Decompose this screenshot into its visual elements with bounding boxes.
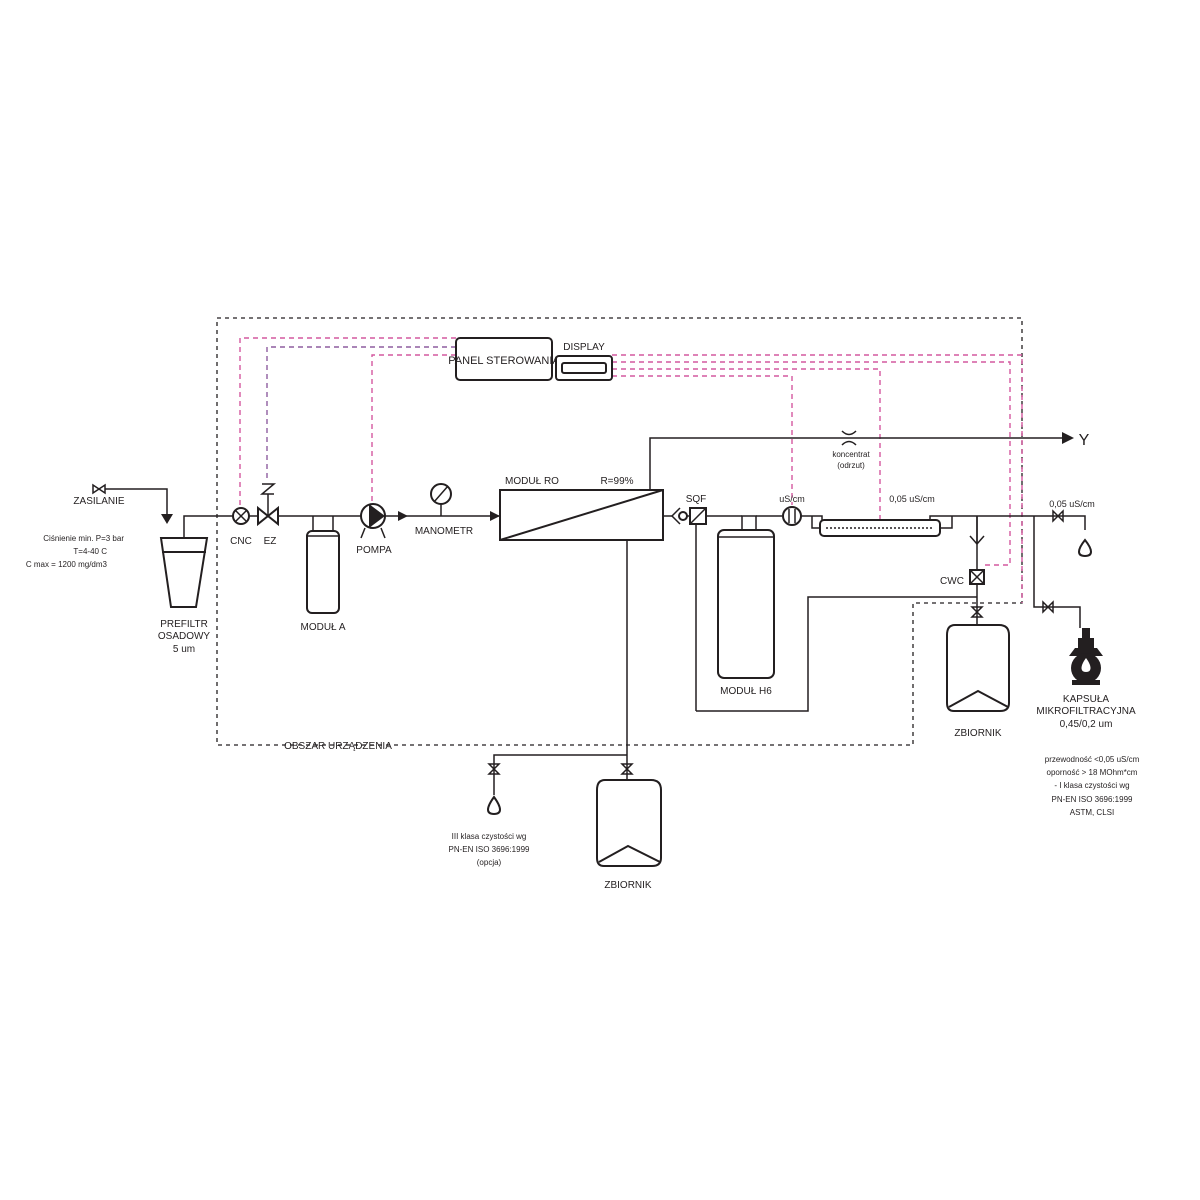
ro-rejection-rate: R=99% — [600, 476, 633, 487]
option-branch-line — [493, 754, 627, 795]
module-a-icon — [306, 516, 340, 614]
spec-conductivity: przewodność <0,05 uS/cm — [1045, 755, 1140, 764]
ez-label: EZ — [264, 536, 277, 547]
device-area-label: OBSZAR URZĄDZENIA — [284, 741, 392, 752]
cwc-sensor-icon — [969, 569, 985, 625]
valve-icon — [970, 606, 984, 618]
valve-icon — [487, 763, 501, 775]
conductivity-unit-label: uS/cm — [779, 494, 805, 504]
sqf-sensor-icon — [689, 507, 742, 711]
water-drop-icon — [1078, 538, 1092, 558]
control-panel-label: PANEL STEROWANIA — [448, 355, 560, 367]
manometer-icon — [430, 483, 452, 516]
spec-class: - I klasa czystości wg — [1054, 781, 1129, 790]
feed-line — [92, 483, 173, 524]
bottom-tank-label: ZBIORNIK — [604, 880, 652, 891]
concentrate-line — [649, 430, 1074, 490]
valve-icon — [620, 763, 634, 775]
right-tank-icon — [946, 624, 1010, 712]
vent-icon — [969, 516, 985, 546]
right-tank-label: ZBIORNIK — [954, 728, 1002, 739]
solenoid-valve-icon — [257, 483, 279, 527]
concentrate-label: koncentrat — [832, 450, 870, 459]
module-h6-label: MODUŁ H6 — [720, 686, 772, 697]
control-signal-lines — [239, 337, 1023, 603]
feed-label: ZASILANIE — [73, 496, 124, 507]
flow-arrow-icon — [490, 511, 500, 521]
feed-valve-icon — [92, 483, 106, 495]
microfiltration-capsule-icon — [1069, 628, 1103, 685]
check-valve-icon — [663, 507, 690, 525]
capsule-pore-size: 0,45/0,2 um — [1060, 719, 1113, 730]
cwc-label: CWC — [940, 576, 964, 587]
ro-module-icon — [499, 489, 664, 541]
recirculation-line — [696, 596, 977, 712]
display-label: DISPLAY — [563, 342, 605, 353]
cnc-label: CNC — [230, 536, 252, 547]
uv-lamp-icon — [811, 515, 953, 537]
bottom-tank-icon — [596, 779, 662, 867]
uv-conductivity-label: 0,05 uS/cm — [889, 494, 935, 504]
feed-pressure: Ciśnienie min. P=3 bar — [43, 534, 124, 543]
flow-arrow-icon — [398, 511, 408, 521]
capsule-branch-line — [1033, 516, 1081, 628]
drain-label: Y — [1079, 432, 1090, 449]
pump-icon — [360, 503, 386, 539]
capsule-label: KAPSUŁA — [1063, 694, 1109, 705]
pump-label: POMPA — [356, 545, 392, 556]
restrictor-icon — [841, 430, 857, 446]
prefilter-size: 5 um — [173, 644, 195, 655]
sqf-label: SQF — [686, 494, 707, 505]
capsule-label-2: MIKROFILTRACYJNA — [1036, 706, 1136, 717]
spec-standard: PN-EN ISO 3696:1999 — [1052, 795, 1133, 804]
class-iii-standard: PN-EN ISO 3696:1999 — [449, 845, 530, 854]
display: DISPLAY — [555, 342, 613, 381]
class-iii-label: III klasa czystości wg — [452, 832, 527, 841]
control-panel: PANEL STEROWANIA — [448, 337, 560, 381]
class-iii-option: (opcja) — [477, 858, 502, 867]
prefilter-label-2: OSADOWY — [158, 631, 211, 642]
valve-icon — [1052, 509, 1064, 523]
feed-temperature: T=4-40 C — [73, 547, 107, 556]
conductivity-sensor-icon — [782, 506, 812, 526]
spec-astm: ASTM, CLSI — [1070, 808, 1114, 817]
manometer-label: MANOMETR — [415, 526, 473, 537]
outlet-conductivity-label: 0,05 uS/cm — [1049, 499, 1095, 509]
concentrate-label-2: (odrzut) — [837, 461, 865, 470]
module-h6-icon — [717, 515, 775, 679]
spec-resistivity: oporność > 18 MOhm*cm — [1047, 768, 1138, 777]
feed-max-concentration: C max = 1200 mg/dm3 — [26, 560, 108, 569]
ro-module-label: MODUŁ RO — [505, 476, 559, 487]
water-drop-icon — [487, 795, 501, 816]
prefilter-icon — [159, 515, 232, 608]
prefilter-label: PREFILTR — [160, 619, 208, 630]
cnc-sensor-icon — [232, 507, 250, 525]
module-a-label: MODUŁ A — [300, 622, 345, 633]
ultrapure-line — [952, 515, 1086, 530]
valve-icon — [1042, 600, 1054, 614]
